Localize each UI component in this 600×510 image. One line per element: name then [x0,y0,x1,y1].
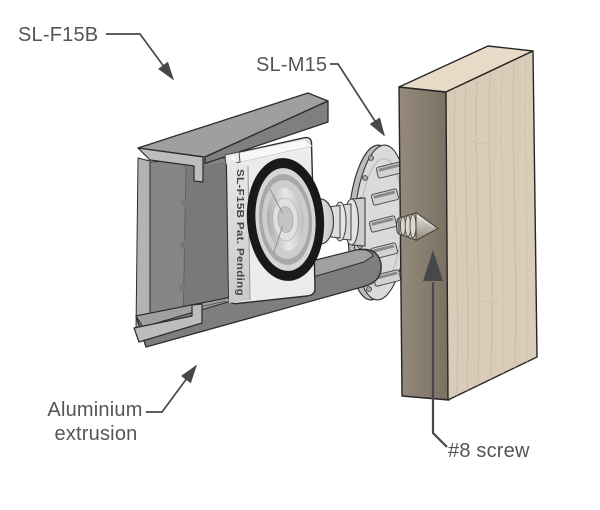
extrusion-top-flange-front [204,100,329,165]
sl-f15b-connector-drawing: SL-F15B Pat. Pending [224,136,325,305]
extrusion-recess [183,160,240,330]
leader-lines [106,33,448,448]
recess-notch [179,284,187,292]
leader-sl-m15 [330,63,385,137]
board-side-face [398,86,450,401]
socket-center [277,206,294,233]
flange-lip-ridge [199,300,227,308]
tab-highlight [231,156,235,160]
label-sl-m15: SL-M15 [256,54,327,76]
label-aluminium-extrusion-line1: Aluminium [47,399,142,421]
leader-8-screw [431,282,448,448]
labels: SL-F15B SL-M15 Aluminium extrusion #8 sc… [18,24,530,462]
board-front-face [445,50,538,401]
part-marking: SL-F15B Pat. Pending [234,169,246,296]
extrusion-bottom-end-cap [133,303,203,343]
socket-spokes [269,188,283,255]
screw-arrow-head [423,250,443,281]
label-sl-f15b: SL-F15B [18,24,98,46]
screw-thread [409,214,417,238]
o-ring-drawing [246,158,325,281]
extrusion-web-end-strip [135,157,151,332]
label-aluminium-extrusion-line2: extrusion [55,423,138,445]
recess-notch [180,241,188,249]
leader-aluminium-extrusion [146,364,198,413]
disc-slots [368,161,405,287]
label-8-screw: #8 screw [448,440,530,462]
extrusion-top-end-cap [137,147,204,183]
screw-tip-highlight [416,215,435,228]
leader-sl-f15b [106,33,175,81]
screw-drawing [396,211,439,242]
recess-notch [181,199,189,207]
wood-board-drawing [398,45,538,401]
wood-grain [453,55,529,397]
connector-marking-face [227,160,250,303]
